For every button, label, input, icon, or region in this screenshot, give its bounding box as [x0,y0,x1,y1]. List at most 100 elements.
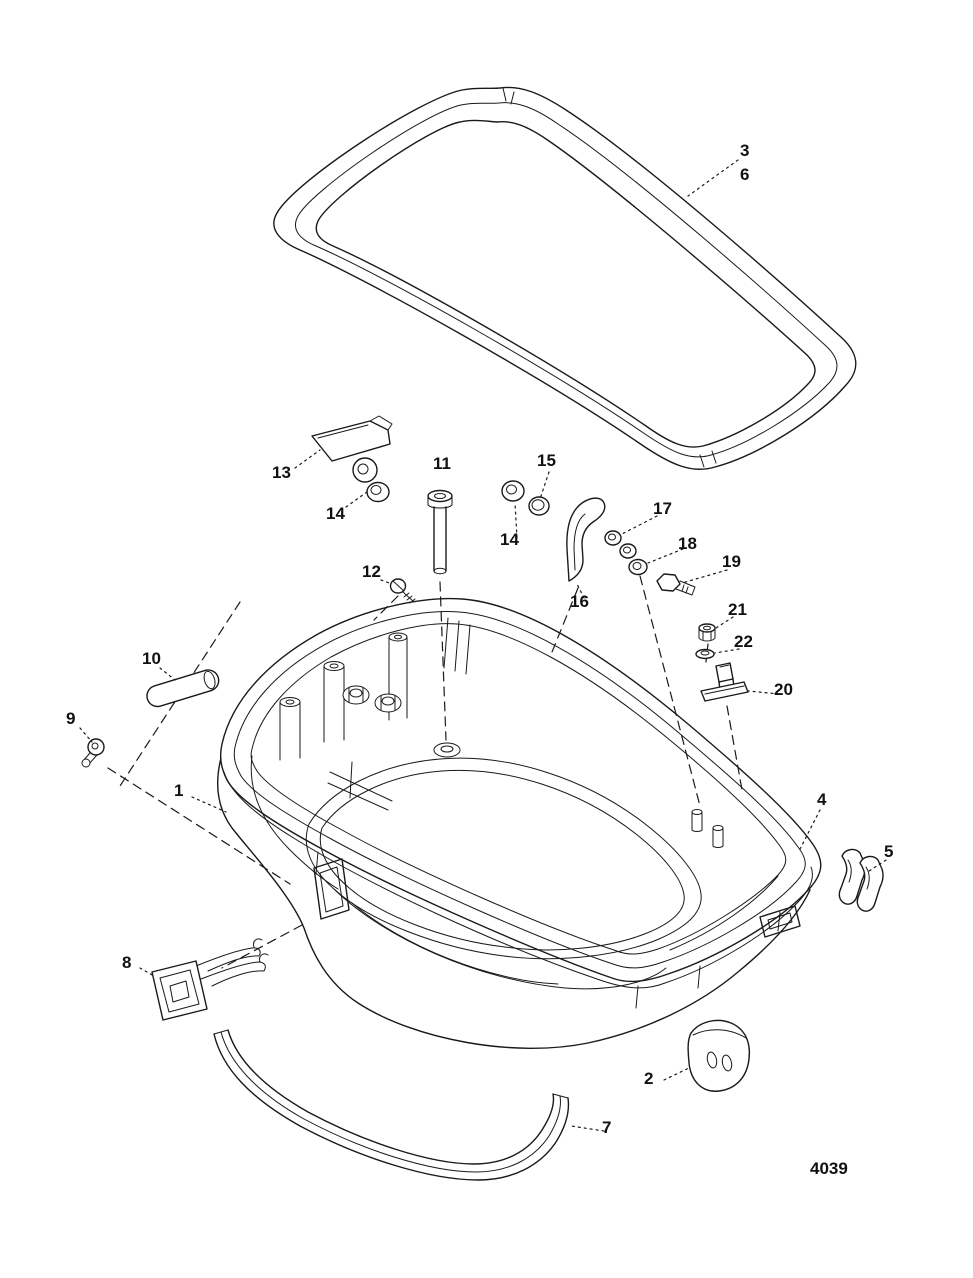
callout-20: 20 [774,680,793,699]
brace-ribs [327,761,393,811]
callout-17: 17 [653,499,672,518]
part-21-nut [698,623,716,642]
guide-line [726,705,743,791]
latch-opening [313,858,350,920]
guide-line [221,924,303,969]
part-17-washers [604,530,637,559]
part-14-grommet-upper [366,481,390,503]
callout-21: 21 [728,600,747,619]
guide-line [439,581,447,741]
part-18-washer [628,558,648,576]
keeper-plate-slot [767,912,793,930]
leader-line [539,471,550,500]
part-13-fitting [311,415,393,483]
callout-9: 9 [66,709,76,728]
leader-line [345,491,368,508]
cowl-inner-wall-right [669,875,779,951]
leader-line [621,515,658,535]
part-20-bracket [700,662,749,702]
part-9-rivet [81,738,105,768]
part-7-lower-seal [213,1029,570,1181]
part-top-cowl-seal-ring [273,86,857,471]
callout-4: 4 [817,790,827,809]
cowl-front-band [223,771,813,989]
callout-6: 6 [740,165,750,184]
part-2-bumper [687,1019,751,1092]
guide-line [551,587,579,653]
callout-12: 12 [362,562,381,581]
mount-boss-1 [342,685,370,705]
callout-10: 10 [142,649,161,668]
callout-5: 5 [884,842,894,861]
leader-line [747,690,780,695]
leader-line [687,159,739,197]
leader-line [191,796,227,813]
callout-13: 13 [272,463,291,482]
band-tick-2 [635,985,639,1009]
leader-line [798,809,821,852]
seal-ring-outer [273,86,857,471]
band-tick-3 [697,965,701,989]
part-15-ring [528,496,550,516]
callout-leader-lines [79,159,887,1132]
cowl-inner-wall-left [250,755,339,890]
cowl-body-silhouette [217,757,811,1049]
cowl-front-pocket-2 [351,902,559,985]
part-10-pin [146,669,220,708]
callout-1: 1 [174,781,184,800]
leader-line [514,502,518,539]
figure-number: 4039 [810,1159,848,1178]
keeper-plate [759,905,801,938]
part-14-washer-lower [501,480,525,502]
callout-19: 19 [722,552,741,571]
latch-opening-inner [319,866,344,913]
leader-line [681,569,728,584]
guide-line [373,595,399,621]
part-22-washer [695,648,715,660]
leader-line [570,1125,605,1132]
callout-2: 2 [644,1069,654,1088]
part-bottom-cowl [217,597,822,1049]
seal-ring-notch-top [502,87,515,105]
leader-line [380,579,393,585]
cowl-front-pocket-1 [333,888,667,990]
leader-line [159,667,176,681]
leader-line [647,548,684,564]
callout-22: 22 [734,632,753,651]
part-5-clips [838,848,884,912]
part-8-latch [151,938,269,1021]
leader-line [865,859,887,874]
seal-ring-mid [294,102,838,458]
callout-16: 16 [570,592,589,611]
leader-line [714,648,740,654]
leader-line [576,583,585,599]
cowl-rim-wall [250,623,787,955]
standoff-post-1 [279,697,301,761]
guide-line [107,767,291,885]
floor-screw-hole [433,742,461,758]
part-19-bolt [656,573,696,596]
floor-stud-1 [691,809,703,832]
callout-11: 11 [433,454,451,473]
leader-line [139,967,155,977]
cowl-floor-opening-outer [305,757,702,960]
callout-7: 7 [602,1118,612,1137]
callout-14a: 14 [326,504,345,523]
leader-line [663,1067,690,1081]
seal-ring-inner [315,119,816,448]
part-12-screw [389,578,416,604]
cowl-floor-opening-inner [319,769,685,951]
part-11-tube [427,489,453,575]
seal-ring-notch-bottom [699,450,717,468]
leader-line [294,449,321,469]
callout-3: 3 [740,141,750,160]
callout-15: 15 [537,451,556,470]
floor-stud-2 [712,825,724,848]
assembly-guide-lines [107,575,743,969]
part-16-hook [566,497,606,582]
cowl-rim-outer [219,597,822,983]
callout-18: 18 [678,534,697,553]
cowl-rim-inner [233,611,806,969]
